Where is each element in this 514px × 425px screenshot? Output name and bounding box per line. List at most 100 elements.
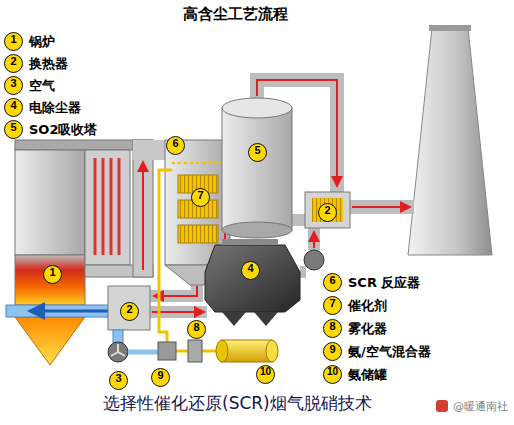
callout-number: 2 (120, 302, 139, 321)
key-name: 锅炉 (29, 33, 55, 51)
tank-end (266, 340, 278, 362)
mixer (158, 342, 176, 360)
precipitator-top (222, 239, 278, 245)
key-name: 氨储罐 (348, 366, 387, 384)
duct (308, 228, 320, 250)
boiler (15, 150, 85, 255)
riser-duct (133, 140, 153, 277)
atomizer (188, 340, 202, 362)
ammonia-tank (222, 340, 272, 362)
ammonia-pipe (159, 170, 172, 342)
callout-number: 1 (43, 265, 62, 284)
callout-number: 9 (151, 368, 170, 387)
key-name: 氨/空气混合器 (348, 343, 431, 361)
injection-grid (172, 162, 224, 164)
key-item: 8 雾化器 (323, 319, 387, 338)
gas-flow-arrow (352, 206, 410, 208)
watermark-logo (436, 400, 448, 412)
callout-number: 9 (151, 364, 170, 387)
boiler-hopper (15, 317, 85, 365)
callout-number: 6 (166, 132, 185, 155)
air-flow-arrow (30, 310, 108, 313)
fan (304, 250, 324, 270)
tank-end (216, 340, 228, 362)
absorber-base (222, 222, 292, 238)
fan-blades (111, 344, 125, 356)
air-duct (6, 305, 118, 317)
callout-number: 8 (323, 319, 342, 338)
key-item: 1 锅炉 (4, 32, 55, 51)
duct (300, 266, 306, 278)
callout-number: 3 (109, 371, 128, 390)
callout-number: 10 (323, 365, 342, 384)
key-item: 4 电除尘器 (4, 98, 81, 117)
duct (350, 200, 414, 214)
absorber-dome (222, 98, 292, 118)
precipitator (205, 245, 300, 312)
ammonia-pipe (176, 350, 188, 353)
key-name: 换热器 (29, 55, 68, 73)
callout-number: 2 (4, 54, 23, 73)
key-name: SO2吸收塔 (29, 121, 97, 139)
tube-bank (102, 158, 105, 255)
callout-number: 2 (120, 298, 139, 321)
duct (292, 214, 306, 226)
key-name: 催化剂 (348, 297, 387, 315)
callout-number: 5 (4, 120, 23, 139)
callout-number: 6 (323, 273, 342, 292)
callout-number: 2 (318, 203, 337, 222)
key-item: 5 SO2吸收塔 (4, 120, 97, 139)
boiler-flame (15, 255, 85, 305)
key-item: 3 空气 (4, 76, 55, 95)
chimney (408, 28, 492, 255)
precipitator-hopper (222, 312, 246, 326)
callout-number: 7 (191, 188, 210, 207)
key-name: 空气 (29, 77, 55, 95)
callout-number: 5 (248, 139, 267, 162)
tube-bank (94, 158, 97, 255)
callout-number: 7 (323, 296, 342, 315)
callout-number: 7 (191, 184, 210, 207)
catalyst-layer (178, 225, 218, 243)
callout-number: 4 (4, 98, 23, 117)
gas-flow-arrow (257, 80, 337, 186)
key-name: 雾化器 (348, 320, 387, 338)
callout-number: 2 (318, 199, 337, 222)
watermark: @暖通南社 (453, 399, 508, 414)
air-preheater (108, 286, 150, 330)
backpass (85, 150, 130, 265)
key-item: 10 氨储罐 (323, 365, 387, 384)
gas-flow-arrow (313, 232, 315, 248)
chimney-rim (429, 25, 471, 31)
callout-number: 1 (43, 261, 62, 284)
callout-number: 4 (241, 261, 260, 280)
diagram-title: 高含尘工艺流程 (183, 5, 288, 24)
key-name: 电除尘器 (29, 99, 81, 117)
boiler-roof (15, 140, 153, 150)
key-item: 6 SCR 反应器 (323, 273, 420, 292)
callout-number: 4 (241, 257, 260, 280)
key-item: 2 换热器 (4, 54, 68, 73)
gas-flow-arrow (142, 162, 144, 270)
heat-exchanger-element (312, 198, 343, 222)
fan (108, 342, 128, 362)
callout-number: 3 (4, 76, 23, 95)
tube-bank (110, 158, 113, 255)
callout-number: 10 (256, 360, 275, 384)
heat-exchanger (305, 192, 350, 228)
callout-number: 9 (323, 342, 342, 361)
key-name: SCR 反应器 (348, 274, 420, 292)
callout-number: 6 (166, 136, 185, 155)
air-pipe (128, 350, 158, 355)
tube-bank (118, 158, 121, 255)
key-item: 7 催化剂 (323, 296, 387, 315)
callout-number: 5 (248, 143, 267, 162)
callout-number: 8 (187, 316, 206, 339)
callout-number: 10 (256, 365, 275, 384)
callout-number: 1 (4, 32, 23, 51)
key-item: 9 氨/空气混合器 (323, 342, 431, 361)
callout-number: 8 (187, 320, 206, 339)
diagram-caption: 选择性催化还原(SCR)烟气脱硝技术 (103, 392, 372, 415)
